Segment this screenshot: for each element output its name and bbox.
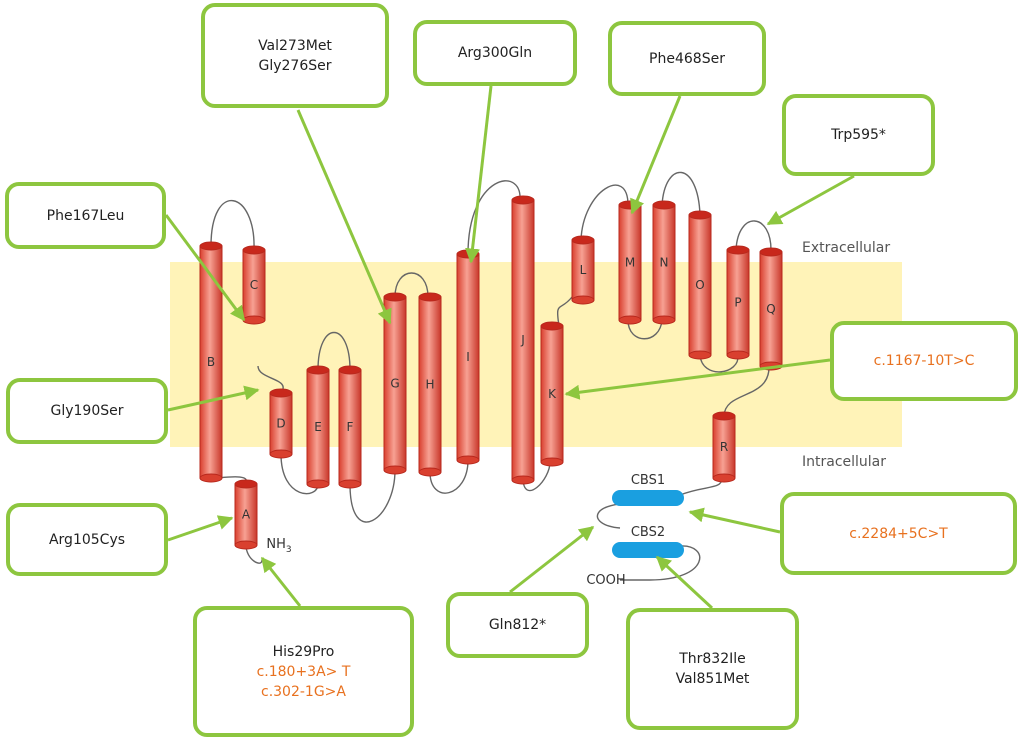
helix-label-e: E <box>314 420 322 434</box>
callout-gln812: Gln812* <box>446 592 589 658</box>
helix-label-o: O <box>695 278 704 292</box>
helix-label-i: I <box>466 350 470 364</box>
helix-c: C <box>242 245 266 325</box>
helix-label-m: M <box>625 256 635 270</box>
callout-c302-text: c.302-1G>A <box>261 683 346 700</box>
helix-group: A B C D E F G H I J K L M N O P Q R <box>199 195 783 550</box>
callout-val273met-text: Val273Met <box>258 37 332 54</box>
arrow-arg300gln <box>465 85 493 264</box>
arrow-phe167leu <box>164 214 246 322</box>
callout-c1167-text: c.1167-10T>C <box>873 353 975 369</box>
callout-c1167: c.1167-10T>C <box>830 321 1018 401</box>
helix-label-a: A <box>242 508 251 522</box>
arrow-trp595 <box>766 174 855 226</box>
callout-arg105cys-text: Arg105Cys <box>48 531 126 548</box>
callout-gly190ser-text: Gly190Ser <box>50 403 124 419</box>
callout-trp595-text: Trp595* <box>831 127 886 143</box>
helix-i: I <box>456 249 480 465</box>
arrow-gly190ser <box>167 385 260 412</box>
helix-h: H <box>418 292 442 477</box>
helix-o: O <box>688 210 712 360</box>
callout-his29pro-text: His29Pro <box>272 643 335 660</box>
callout-thr832ile-val851met: Thr832Ile Val851Met <box>626 608 799 730</box>
helix-label-p: P <box>734 296 741 310</box>
callout-trp595: Trp595* <box>782 94 935 176</box>
helix-e: E <box>306 365 330 489</box>
helix-j: J <box>511 195 535 485</box>
helix-l: L <box>571 235 595 305</box>
helix-label-c: C <box>250 278 258 292</box>
callout-phe167leu-text: Phe167Leu <box>46 207 125 224</box>
cbs2-domain <box>612 542 684 558</box>
helix-label-d: D <box>276 417 285 431</box>
helix-g: G <box>383 292 407 475</box>
callout-his29pro-splice: His29Pro c.180+3A> T c.302-1G>A <box>193 606 414 737</box>
intracellular-label: Intracellular <box>802 454 886 470</box>
arrow-phe468ser <box>630 95 682 215</box>
helix-k: K <box>540 321 564 467</box>
helix-label-q: Q <box>766 302 775 316</box>
helix-label-f: F <box>347 420 354 434</box>
callout-arg105cys: Arg105Cys <box>6 503 168 576</box>
helix-n: N <box>652 200 676 325</box>
helix-label-l: L <box>580 263 587 277</box>
arrow-his29pro <box>260 556 302 607</box>
callout-c2284-text: c.2284+5C>T <box>849 525 948 542</box>
cbs1-label: CBS1 <box>631 473 665 488</box>
helix-f: F <box>338 365 362 489</box>
arrow-val273met <box>296 109 392 325</box>
callout-c2284: c.2284+5C>T <box>780 492 1017 575</box>
callout-thr832ile-text: Thr832Ile <box>679 651 746 667</box>
callout-arg300gln-text: Arg300Gln <box>457 45 533 61</box>
helix-label-h: H <box>425 378 434 392</box>
cbs2-label: CBS2 <box>631 525 665 540</box>
c-terminus-label: COOH <box>586 573 625 588</box>
arrow-group <box>164 85 855 610</box>
helix-d: D <box>269 388 293 459</box>
callout-phe468ser-text: Phe468Ser <box>649 50 725 67</box>
n-terminus-subscript: 3 <box>286 545 292 555</box>
extracellular-label: Extracellular <box>802 240 890 256</box>
arrow-c1167 <box>564 358 831 400</box>
helix-label-j: J <box>520 333 525 347</box>
arrow-c2284 <box>688 507 781 534</box>
callout-phe468ser: Phe468Ser <box>608 21 766 96</box>
helix-b: B <box>199 241 223 483</box>
n-terminus-label: NH3 <box>266 537 291 555</box>
arrow-arg105cys <box>167 515 234 542</box>
callout-c180-text: c.180+3A> T <box>256 663 351 680</box>
helix-label-g: G <box>390 377 399 391</box>
arrow-gln812 <box>509 525 595 594</box>
callout-gln812-text: Gln812* <box>488 617 547 633</box>
helix-label-r: R <box>720 440 728 454</box>
callout-phe167leu: Phe167Leu <box>5 182 166 249</box>
n-terminus-text: NH <box>266 537 286 552</box>
helix-label-n: N <box>660 256 669 270</box>
cbs1-domain <box>612 490 684 506</box>
callout-gly190ser: Gly190Ser <box>6 378 168 444</box>
callout-val851met-text: Val851Met <box>675 671 750 687</box>
helix-a: A <box>234 479 258 550</box>
helix-r: R <box>712 411 736 483</box>
helix-q: Q <box>759 247 783 371</box>
helix-p: P <box>726 245 750 360</box>
helix-m: M <box>618 200 642 325</box>
callout-val273met-gly276ser: Val273Met Gly276Ser <box>201 3 389 108</box>
callout-gly276ser-text: Gly276Ser <box>258 57 332 74</box>
arrow-thr832ile <box>655 555 714 610</box>
helix-label-b: B <box>207 355 215 369</box>
callout-arg300gln: Arg300Gln <box>413 20 577 86</box>
helix-label-k: K <box>548 387 557 401</box>
